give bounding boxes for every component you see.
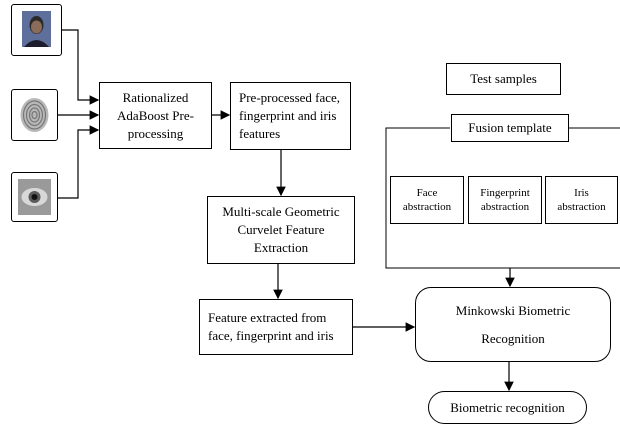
iris-abstraction-box: Iris abstraction xyxy=(545,176,618,224)
face-abstraction-box: Face abstraction xyxy=(390,176,464,224)
minkowski-label: Minkowski Biometric Recognition xyxy=(455,302,571,346)
fingerprint-icon xyxy=(20,98,49,132)
fusion-template-frame xyxy=(385,127,620,269)
face-to-adaboost-connector xyxy=(62,29,100,105)
test-samples-box: Test samples xyxy=(446,63,561,95)
biometric-recognition-box: Biometric recognition xyxy=(428,391,587,424)
minkowski-box: Minkowski Biometric Recognition xyxy=(415,287,611,362)
curvelet-label: Multi-scale Geometric Curvelet Feature E… xyxy=(222,204,340,255)
adaboost-box: Rationalized AdaBoost Pre-processing xyxy=(99,82,212,149)
face-input-box xyxy=(11,4,62,56)
feature-extracted-label: Feature extracted from face, fingerprint… xyxy=(208,310,334,343)
curvelet-box: Multi-scale Geometric Curvelet Feature E… xyxy=(207,196,355,264)
fingerprint-input-box xyxy=(11,89,58,141)
face-abstraction-label: Face abstraction xyxy=(402,187,452,213)
iris-input-box xyxy=(11,172,58,222)
fusion-template-label: Fusion template xyxy=(468,120,552,135)
fusion-template-box: Fusion template xyxy=(451,114,569,142)
iris-to-adaboost-connector xyxy=(58,125,100,199)
face-icon xyxy=(22,11,51,47)
iris-icon xyxy=(18,179,51,215)
preprocessed-label: Pre-processed face, fingerprint and iris… xyxy=(239,90,341,141)
fingerprint-abstraction-box: Fingerprint abstraction xyxy=(468,176,542,224)
iris-abstraction-label: Iris abstraction xyxy=(557,187,606,213)
feature-extracted-box: Feature extracted from face, fingerprint… xyxy=(199,299,353,355)
adaboost-label: Rationalized AdaBoost Pre-processing xyxy=(117,89,194,141)
test-samples-label: Test samples xyxy=(470,71,537,86)
preprocessed-box: Pre-processed face, fingerprint and iris… xyxy=(230,82,351,150)
fingerprint-abstraction-label: Fingerprint abstraction xyxy=(480,187,530,213)
biometric-recognition-label: Biometric recognition xyxy=(450,399,565,415)
